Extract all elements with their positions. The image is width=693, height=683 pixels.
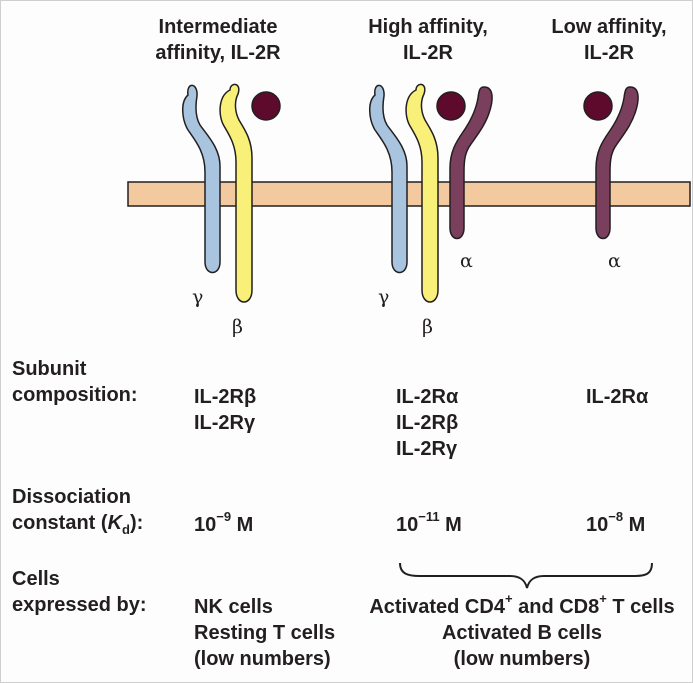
il2-ligand-high	[436, 91, 466, 121]
composition-item: IL-2Rα	[586, 386, 649, 408]
kd-intermediate: 10−9 M	[194, 509, 254, 536]
title-intermediate-line1: Intermediate	[158, 16, 278, 38]
cells-item: NK cells	[194, 596, 273, 618]
cells-grouped-line2: Activated B cells	[441, 622, 603, 644]
cells-grouped-line1: Activated CD4+ and CD8+ T cells	[369, 591, 675, 618]
il2-ligand-intermediate	[251, 91, 281, 121]
beta-label-intermediate: β	[232, 316, 243, 338]
row-label-subunit-line1: Subunit	[12, 358, 87, 380]
composition-item: IL-2Rγ	[396, 438, 458, 460]
title-low-line2: IL-2R	[584, 42, 634, 64]
alpha-chain-high	[449, 86, 493, 240]
composition-item: IL-2Rγ	[194, 412, 256, 434]
gamma-label-high: γ	[378, 286, 390, 308]
title-low-line1: Low affinity,	[551, 16, 667, 38]
row-label-cells: Cells expressed by:	[12, 566, 147, 618]
row-label-dissociation: Dissociation constant (Kd):	[12, 484, 143, 543]
composition-low: IL-2Rα	[586, 384, 648, 410]
row-label-cells-line2: expressed by:	[12, 594, 147, 616]
title-high: High affinity, IL-2R	[333, 14, 523, 66]
title-intermediate: Intermediate affinity, IL-2R	[118, 14, 318, 66]
cells-item: (low numbers)	[194, 648, 331, 670]
beta-chain-intermediate	[219, 83, 253, 303]
gamma-chain-high	[369, 84, 408, 274]
row-label-cells-line1: Cells	[12, 568, 60, 590]
composition-item: IL-2Rβ	[396, 412, 459, 434]
gamma-label-intermediate: γ	[192, 286, 204, 308]
alpha-label-high: α	[460, 250, 473, 272]
kd-low: 10−8 M	[586, 509, 646, 536]
composition-item: IL-2Rβ	[194, 386, 257, 408]
alpha-chain-low	[595, 86, 639, 240]
cells-grouped: Activated CD4+ and CD8+ T cells Activate…	[352, 591, 692, 672]
row-label-subunit-line2: composition:	[12, 384, 138, 406]
grouping-brace	[399, 562, 653, 589]
row-label-dissociation-line1: Dissociation	[12, 486, 131, 508]
composition-item: IL-2Rα	[396, 386, 459, 408]
kd-high: 10−11 M	[396, 509, 462, 536]
alpha-label-low: α	[608, 250, 621, 272]
title-high-line2: IL-2R	[403, 42, 453, 64]
title-low: Low affinity, IL-2R	[524, 14, 693, 66]
title-intermediate-line2: affinity, IL-2R	[155, 42, 281, 64]
row-label-dissociation-line2: constant (Kd):	[12, 512, 144, 537]
composition-high: IL-2Rα IL-2Rβ IL-2Rγ	[396, 384, 458, 462]
composition-intermediate: IL-2Rβ IL-2Rγ	[194, 384, 256, 436]
title-high-line1: High affinity,	[368, 16, 488, 38]
cells-intermediate: NK cells Resting T cells (low numbers)	[194, 594, 335, 672]
beta-chain-high	[405, 83, 439, 303]
cells-grouped-line3: (low numbers)	[453, 648, 591, 670]
row-label-subunit: Subunit composition:	[12, 356, 138, 408]
beta-label-high: β	[422, 316, 433, 338]
il2-ligand-low	[583, 91, 613, 121]
gamma-chain-intermediate	[182, 84, 221, 274]
cells-item: Resting T cells	[194, 622, 336, 644]
